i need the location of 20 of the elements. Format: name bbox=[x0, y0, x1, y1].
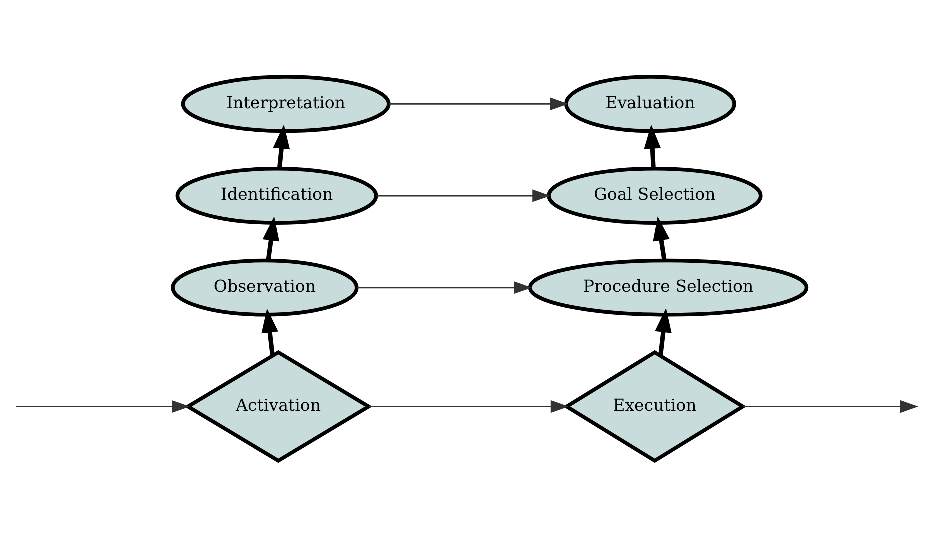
arrow bbox=[376, 190, 551, 202]
node-ellipse: Procedure Selection bbox=[528, 258, 809, 317]
node-ellipse: Interpretation bbox=[181, 75, 391, 134]
arrow bbox=[644, 124, 662, 169]
arrow bbox=[389, 98, 569, 110]
arrow bbox=[262, 216, 280, 261]
arrow bbox=[16, 400, 190, 414]
arrow bbox=[368, 400, 569, 414]
arrow bbox=[655, 308, 672, 356]
node-ellipse: Identification bbox=[176, 166, 378, 225]
node-diamond: Execution bbox=[563, 350, 747, 464]
node-ellipse: Goal Selection bbox=[547, 166, 763, 225]
arrow bbox=[653, 216, 670, 261]
node-ellipse: Observation bbox=[171, 258, 359, 317]
arrow bbox=[273, 124, 290, 169]
arrow bbox=[743, 400, 919, 414]
node-ellipse: Evaluation bbox=[564, 75, 736, 134]
node-diamond: Activation bbox=[184, 350, 373, 464]
arrow bbox=[357, 281, 532, 294]
arrow bbox=[262, 308, 278, 356]
